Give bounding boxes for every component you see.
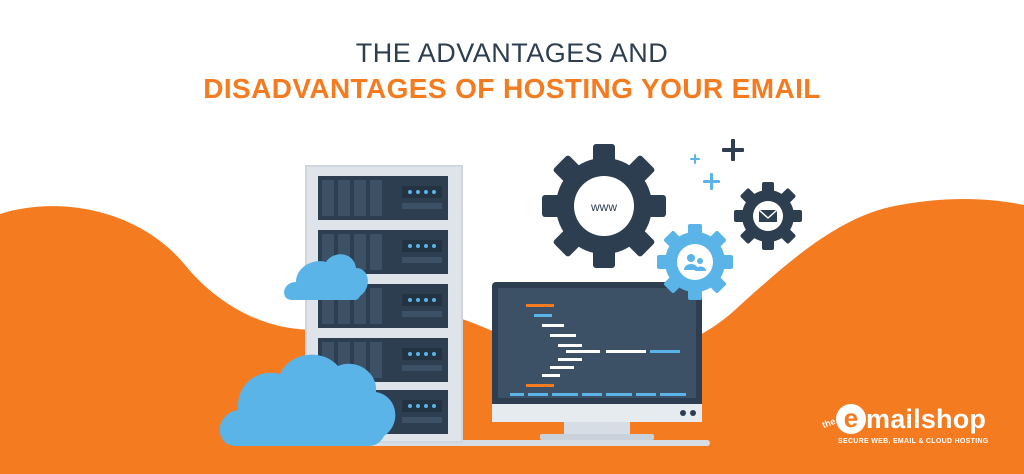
gear-www-label: www <box>590 200 617 214</box>
cloud-icon <box>284 254 368 300</box>
monitor-icon <box>492 282 702 440</box>
page-title-line-1: THE ADVANTAGES AND <box>355 38 669 68</box>
logo-prefix: the <box>820 415 837 431</box>
logo-tagline: SECURE WEB, EMAIL & CLOUD HOSTING <box>838 438 989 445</box>
gear-www-icon: www <box>542 144 666 268</box>
emailshop-logo[interactable]: the e mailshop SECURE WEB, EMAIL & CLOUD… <box>808 404 1008 454</box>
plus-icon <box>722 139 744 161</box>
logo-name: mailshop <box>866 404 987 434</box>
server-unit <box>318 176 448 220</box>
page-title-line-2: DISADVANTAGES OF HOSTING YOUR EMAIL <box>203 73 821 104</box>
gear-mail-icon <box>734 182 802 250</box>
server-unit <box>318 230 448 274</box>
cloud-icon <box>219 354 396 446</box>
plus-icon <box>690 154 700 164</box>
plus-icon <box>703 173 720 190</box>
gear-users-icon <box>657 224 733 300</box>
logo-initial: e <box>836 404 866 434</box>
code-lines <box>510 304 686 396</box>
